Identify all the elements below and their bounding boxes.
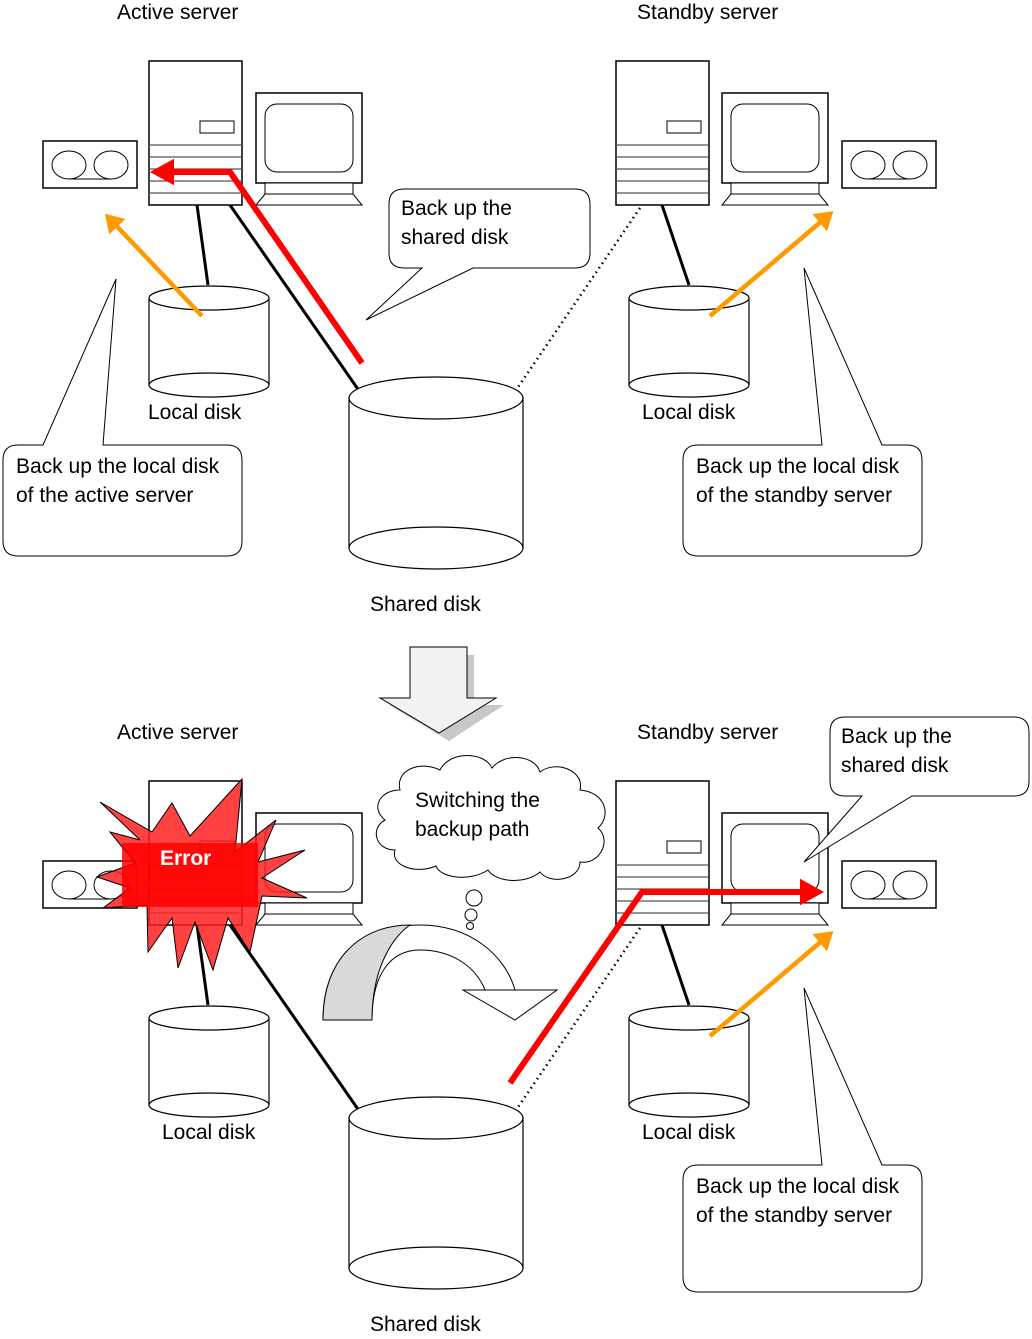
down-arrow-icon <box>378 646 504 741</box>
standby-monitor-icon <box>721 92 829 206</box>
bottom-panel <box>42 716 1030 1293</box>
active-monitor-icon <box>255 92 363 206</box>
callout-shared-bubble <box>365 188 591 321</box>
callout-active-local-bubble <box>2 278 243 557</box>
standby-local-disk-label: Local disk <box>642 1121 736 1144</box>
standby-shared-link-dotted <box>510 927 642 1117</box>
shared-disk-icon <box>348 1096 524 1290</box>
standby-local-backup-arrow <box>708 931 834 1038</box>
active-local-link <box>195 924 210 1006</box>
standby-monitor-icon <box>721 812 829 926</box>
active-local-disk-label: Local disk <box>162 1121 256 1144</box>
active-shared-link <box>228 924 364 1116</box>
active-local-disk-icon <box>148 1005 270 1118</box>
active-server-label: Active server <box>117 721 239 744</box>
active-local-disk-label: Local disk <box>148 401 242 424</box>
standby-server-label: Standby server <box>637 1 779 24</box>
top-panel <box>2 60 937 570</box>
shared-disk-label: Shared disk <box>370 593 481 616</box>
callout-standby-local-bubble <box>682 987 923 1293</box>
switched-backup-path-arrow <box>507 878 824 1085</box>
standby-server-icon <box>615 60 710 206</box>
callout-active-local-text: Back up the local disk of the active ser… <box>16 455 220 507</box>
standby-local-link <box>660 204 691 286</box>
active-server-icon <box>148 60 243 206</box>
standby-local-disk-icon <box>628 285 750 398</box>
shared-disk-icon <box>348 376 524 570</box>
thought-bubble-text: Switching the backup path <box>415 789 540 841</box>
standby-local-backup-arrow <box>708 211 834 318</box>
callout-shared-text: Back up the shared disk <box>401 197 512 249</box>
callout-standby-local-text: Back up the local disk of the standby se… <box>696 455 900 507</box>
active-local-link <box>195 204 210 286</box>
standby-server-label: Standby server <box>637 721 779 744</box>
switch-path-curved-arrow <box>322 924 559 1021</box>
shared-backup-path-arrow <box>150 158 365 365</box>
standby-local-link <box>660 924 691 1006</box>
standby-tape-drive-icon <box>841 140 937 189</box>
error-burst-icon <box>95 777 308 972</box>
standby-tape-drive-icon <box>841 860 937 909</box>
callout-shared-bubble <box>803 716 1030 863</box>
active-shared-link <box>228 204 364 396</box>
thought-bubble <box>375 755 606 930</box>
callout-standby-local-text: Back up the local disk of the standby se… <box>696 1175 900 1227</box>
standby-local-disk-label: Local disk <box>642 401 736 424</box>
callout-shared-text: Back up the shared disk <box>841 725 952 777</box>
active-local-backup-arrow <box>104 213 204 318</box>
active-tape-drive-icon <box>42 140 138 189</box>
active-local-disk-icon <box>148 285 270 398</box>
standby-local-disk-icon <box>628 1005 750 1118</box>
shared-disk-label: Shared disk <box>370 1313 481 1336</box>
callout-standby-local-bubble <box>682 267 923 557</box>
standby-server-icon <box>615 780 710 926</box>
active-server-label: Active server <box>117 1 239 24</box>
error-label: Error <box>160 847 212 870</box>
